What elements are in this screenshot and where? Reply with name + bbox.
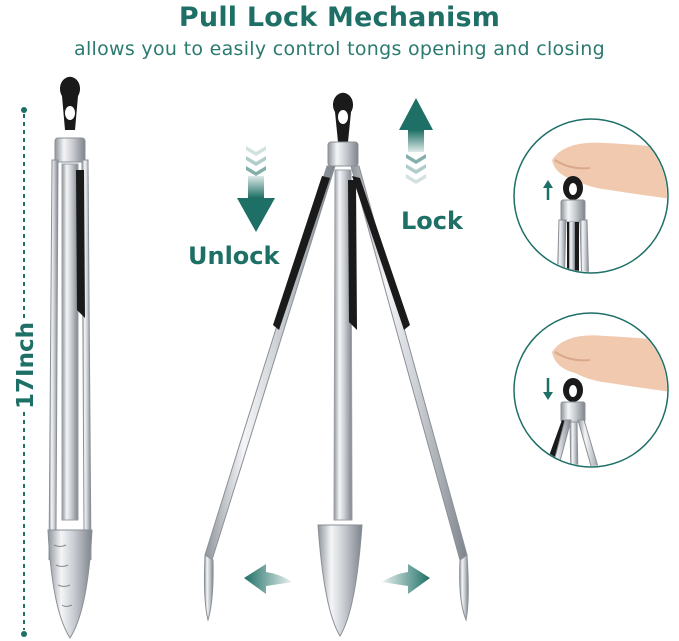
closed-tongs [47,76,93,639]
page-subtitle: allows you to easily control tongs openi… [74,38,605,60]
open-tongs [203,92,469,637]
arrow-up-icon [399,98,433,184]
arrow-right-icon [382,564,430,594]
arrow-left-icon [244,564,292,594]
arrow-down-icon [237,146,275,232]
lock-label: Lock [401,207,463,235]
unlock-label: Unlock [188,242,280,270]
length-label: 17Inch [13,322,39,409]
dimension-line [21,107,27,637]
page-title: Pull Lock Mechanism [178,2,501,33]
silicone-loop-icon [60,76,80,130]
lock-demo-circle [513,118,669,274]
unlock-demo-circle [513,312,669,468]
